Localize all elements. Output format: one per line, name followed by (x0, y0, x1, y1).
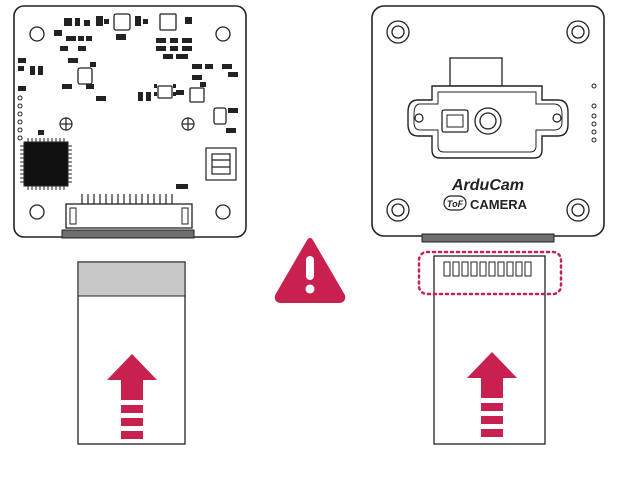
outlined-ics (77, 13, 227, 125)
top-flex-strip (449, 57, 503, 87)
warning-triangle-icon (274, 238, 346, 303)
camera-board-front: ArduCam ToF CAMERA (371, 5, 605, 243)
screw-pad (59, 117, 195, 131)
smd-components (18, 16, 238, 189)
mount-hole (215, 26, 231, 42)
ribbon-contacts (443, 261, 532, 277)
mount-hole (215, 204, 231, 220)
ribbon-cable-left (77, 261, 186, 445)
camera-lens (474, 107, 502, 135)
side-connector (205, 147, 237, 181)
tof-badge-label: ToF (447, 199, 464, 209)
mount-hole (29, 26, 45, 42)
mount-hole (386, 20, 590, 222)
fpc-connector-pcb (61, 194, 195, 239)
ribbon-stiffener-tab (77, 261, 186, 297)
test-points (17, 95, 23, 141)
brand-logo: ArduCam (451, 177, 524, 194)
contacts-highlight (417, 250, 563, 296)
pcb-board-back (13, 5, 247, 239)
tof-badge: ToF (443, 195, 467, 211)
insert-arrow-up-icon (467, 352, 517, 437)
qfp-chip (20, 138, 72, 190)
mount-hole (29, 204, 45, 220)
small-ic (154, 84, 176, 96)
ribbon-cable-right (417, 250, 563, 445)
insert-arrow-up-icon (107, 354, 157, 439)
model-label: CAMERA (470, 197, 528, 212)
test-points (591, 83, 597, 143)
fpc-connector-camera (421, 233, 555, 243)
